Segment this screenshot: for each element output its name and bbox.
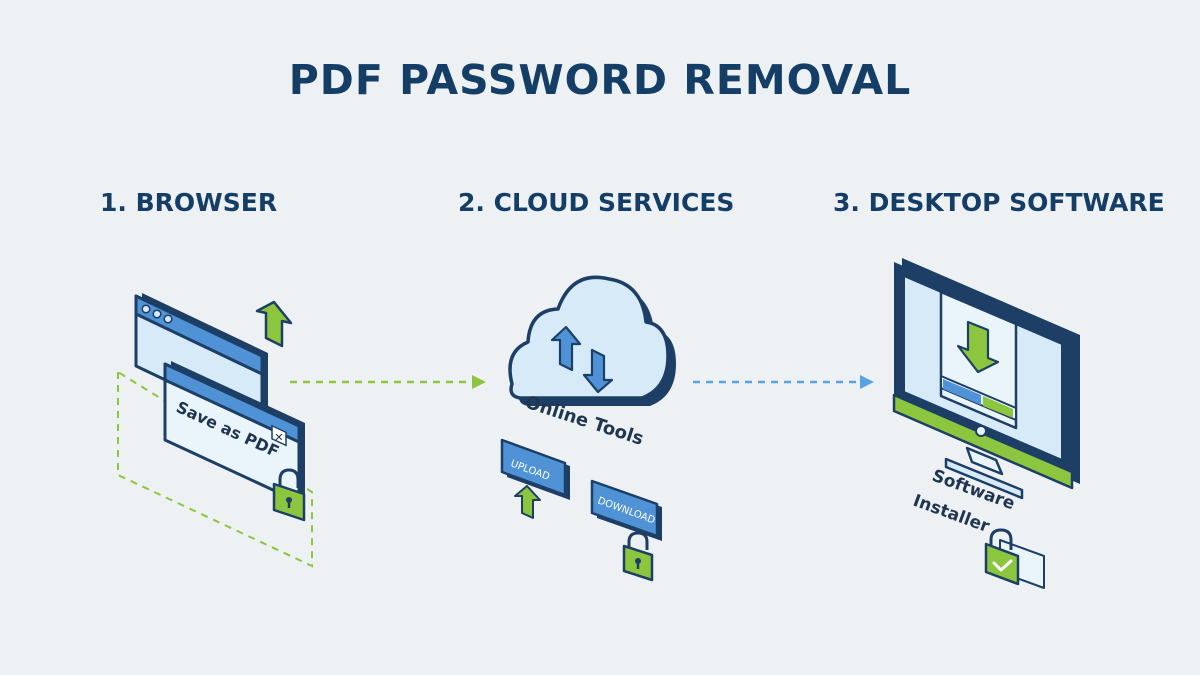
cloud-icon [508,275,676,406]
desktop-illustration: Software Installer [892,258,1080,589]
progress-bar-icon [940,374,1017,422]
dialog-close-icon: ✕ [274,431,283,444]
page-title: PDF PASSWORD REMOVAL [288,56,912,104]
browser-illustration: ✕ Save as PDF [117,293,313,568]
download-arrow-icon [956,320,1000,374]
download-button-icon: DOWNLOAD [590,479,662,541]
connector-cloud-to-desktop [693,375,874,389]
padlock-icon [622,531,654,582]
upload-button-icon: UPLOAD [500,438,570,519]
upload-arrow-icon [255,300,293,348]
step-2-label: 2. CLOUD SERVICES [458,188,735,217]
sync-arrows-icon [550,325,614,394]
connector-browser-to-cloud [290,375,486,389]
step-3-label: 3. DESKTOP SOFTWARE [833,188,1165,217]
step-1-label: 1. BROWSER [100,188,278,217]
cloud-illustration: Online Tools UPLOAD DOWNLOAD [500,275,676,582]
padlock-icon [272,468,306,522]
padlock-check-icon [984,528,1045,589]
drop-zone-outline [117,370,313,568]
